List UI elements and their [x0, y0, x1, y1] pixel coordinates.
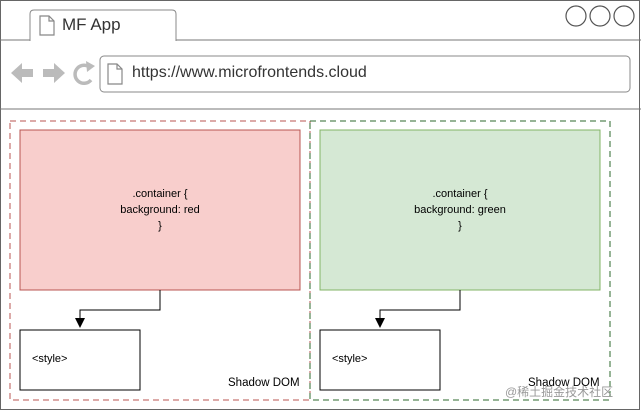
window-control-circle[interactable]: [589, 5, 611, 27]
window-control-circle[interactable]: [565, 5, 587, 27]
page-icon: [39, 15, 55, 36]
code-line: background: red: [120, 204, 200, 216]
red-shadow-dom-boundary: [9, 120, 311, 401]
window-control-circle[interactable]: [613, 5, 635, 27]
green-style-label: <style>: [332, 353, 368, 365]
watermark: @稀土掘金技术社区: [505, 385, 614, 399]
red-style-label: <style>: [32, 353, 68, 365]
red-style-box: [19, 329, 141, 391]
code-line: .container {: [132, 188, 188, 200]
green-shadow-dom-label: Shadow DOM: [528, 377, 600, 389]
green-shadow-dom-boundary: [309, 120, 611, 401]
code-line: .container {: [432, 188, 488, 200]
red-container-box: [19, 129, 301, 291]
code-line: }: [158, 220, 162, 232]
forward-arrow-icon[interactable]: [43, 63, 65, 83]
red-container-code: .container { background: red }: [20, 186, 300, 234]
browser-tab[interactable]: [29, 9, 177, 41]
url-text[interactable]: https://www.microfrontends.cloud: [132, 64, 367, 81]
reload-icon[interactable]: [73, 61, 95, 85]
red-shadow-dom-label: Shadow DOM: [228, 377, 300, 389]
tab-title: MF App: [62, 15, 121, 34]
green-connector-arrow: [375, 290, 461, 328]
green-style-box: [319, 329, 441, 391]
address-bar[interactable]: [99, 55, 631, 93]
green-container-code: .container { background: green }: [320, 186, 600, 234]
code-line: background: green: [414, 204, 506, 216]
url-page-icon: [107, 63, 123, 85]
back-arrow-icon[interactable]: [11, 63, 33, 83]
code-line: }: [458, 220, 462, 232]
red-connector-arrow: [75, 290, 161, 328]
